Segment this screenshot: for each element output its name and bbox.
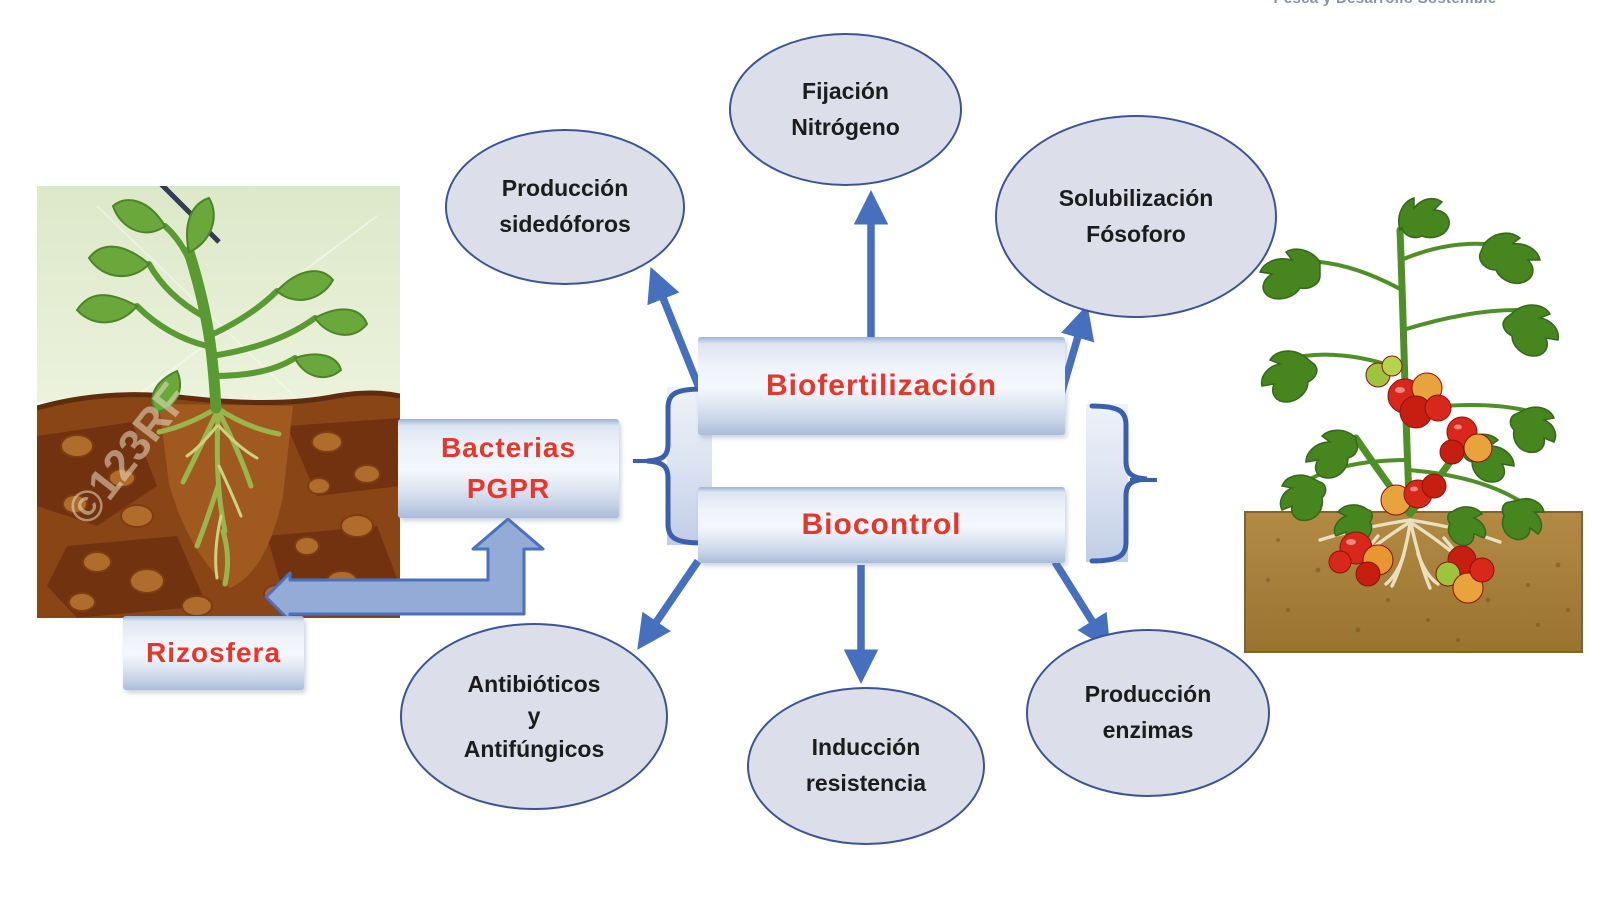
ellipse-produccion-sideroforos: Producción sidedóforos [445, 129, 685, 285]
ellipse-fijacion-nitrogeno: Fijación Nitrógeno [729, 33, 962, 186]
arrow-biofertilizacion-to-sideroforos [647, 266, 704, 392]
tomato-plant-illustration [1244, 196, 1583, 653]
right-brace [1086, 403, 1157, 564]
ellipse-induccion-resistencia: Inducción resistencia [747, 687, 985, 845]
ellipse-solubilizacion-fosforo: Solubilización Fósoforo [995, 115, 1277, 318]
ellipse-antibioticos-antifungicos: Antibióticos y Antifúngicos [400, 623, 668, 810]
box-biofertilizacion: Biofertilización [698, 337, 1065, 435]
clipped-header-text: Pesca y Desarrollo Sostenible [1205, 0, 1565, 9]
arrow-biocontrol-to-enzimas [1051, 560, 1111, 651]
box-biocontrol: Biocontrol [698, 487, 1065, 563]
box-rizosfera: Rizosfera [123, 616, 304, 690]
box-bacterias-pgpr: Bacterias PGPR [398, 419, 619, 518]
rhizosphere-illustration: ©123RF [37, 186, 400, 618]
ellipse-produccion-enzimas: Producción enzimas [1026, 629, 1270, 797]
arrow-biocontrol-to-antibioticos [637, 558, 702, 650]
